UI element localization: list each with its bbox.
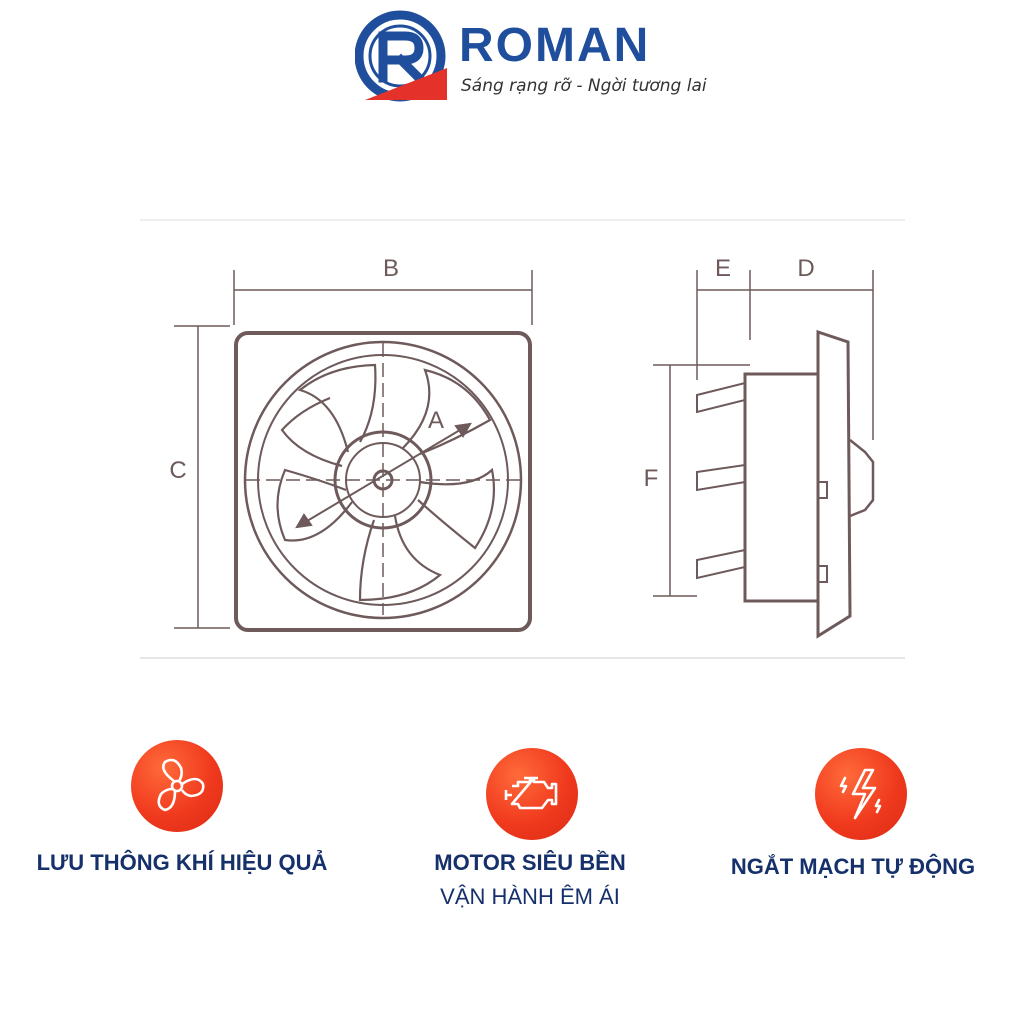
dimension-label-b: B (383, 255, 399, 282)
dimension-label-c: C (169, 457, 186, 484)
dimension-label-e: E (715, 255, 731, 282)
roman-logo-mark (355, 10, 447, 102)
feature-title-airflow: LƯU THÔNG KHÍ HIỆU QUẢ (36, 850, 328, 875)
feature-title-motor: MOTOR SIÊU BỀN (434, 850, 626, 875)
feature-list: LƯU THÔNG KHÍ HIỆU QUẢ MOTOR SIÊU BỀN VẬ… (0, 730, 1024, 930)
fan-blades (276, 363, 495, 602)
front-view (174, 270, 533, 632)
dimension-label-d: D (797, 255, 814, 282)
feature-title-breaker: NGẮT MẠCH TỰ ĐỘNG (730, 854, 976, 879)
dimension-label-a: A (428, 407, 444, 434)
fan-icon (131, 740, 223, 832)
lightning-icon (815, 748, 907, 840)
engine-icon (486, 748, 578, 840)
feature-subtitle-motor: VẬN HÀNH ÊM ÁI (440, 884, 620, 909)
dimension-label-f: F (644, 465, 659, 492)
side-view (653, 270, 875, 639)
brand-logo: ROMAN Sáng rạng rỡ - Ngời tương lai (355, 10, 707, 105)
brand-tagline: Sáng rạng rỡ - Ngời tương lai (461, 76, 707, 96)
brand-name: ROMAN (459, 19, 651, 72)
